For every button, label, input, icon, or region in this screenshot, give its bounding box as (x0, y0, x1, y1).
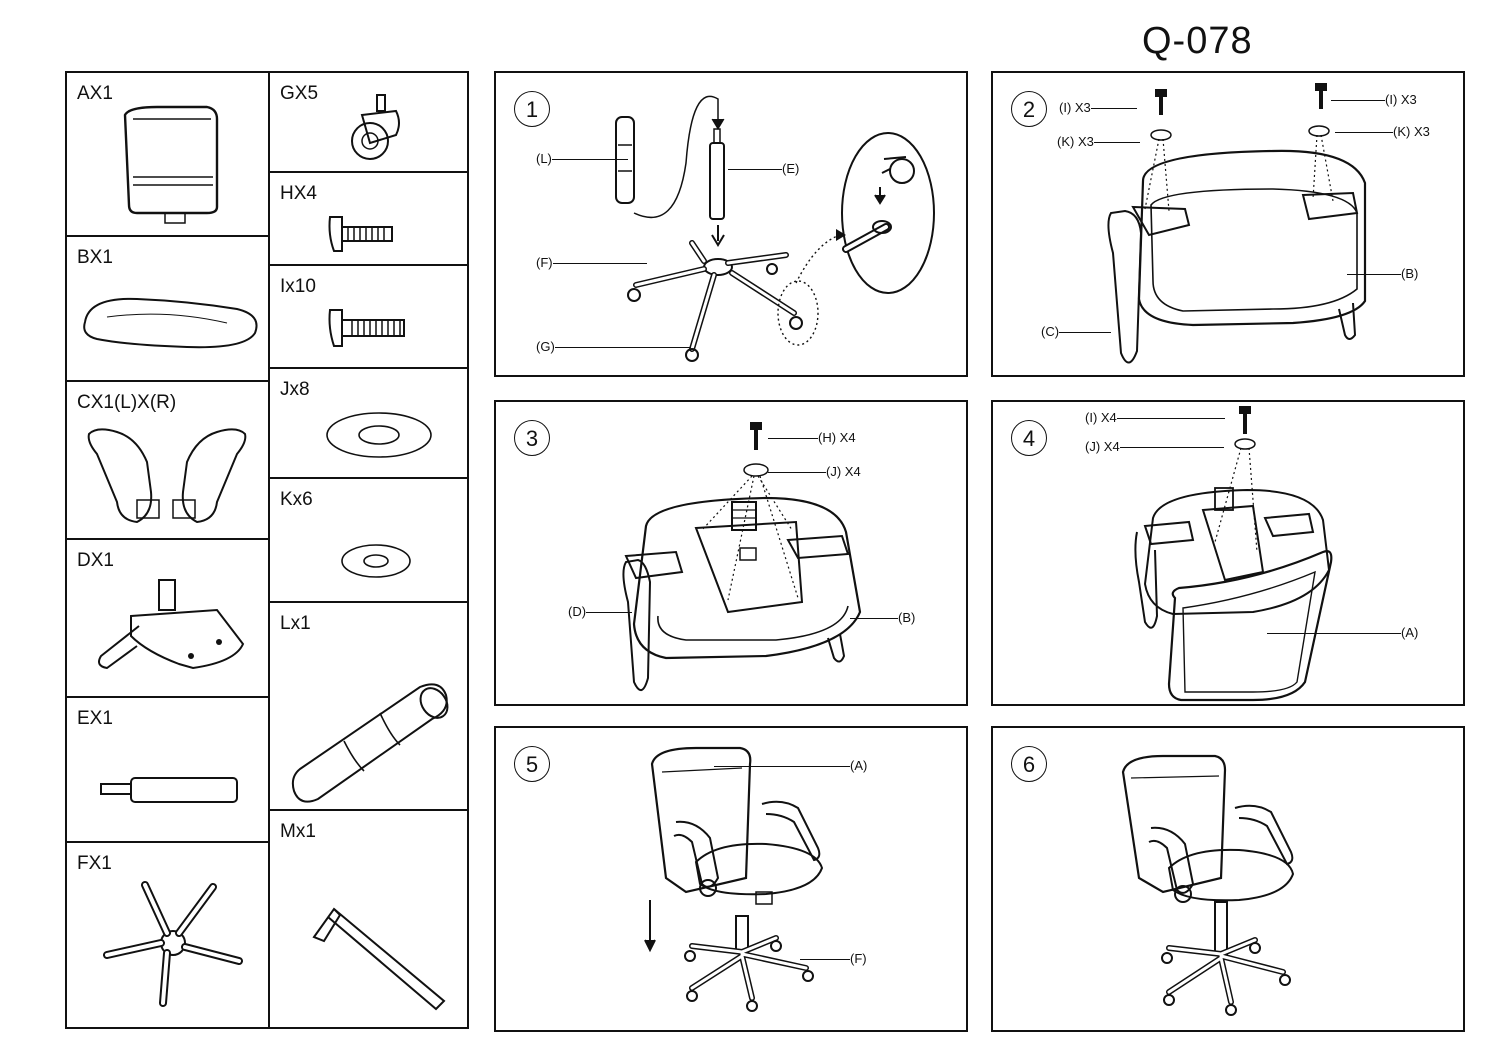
part-c-cell: CX1(L)X(R) (67, 380, 268, 538)
callout-b: (B) (850, 610, 915, 625)
short-bolt-icon (328, 216, 393, 252)
step-3-panel: 3 (H) X4 (J) X4 (D) (B) (494, 400, 968, 706)
callout-label: (E) (782, 161, 800, 176)
step-number: 1 (514, 91, 550, 127)
callout-k-left: (K) X3 (1057, 134, 1140, 149)
part-label: DX1 (77, 550, 114, 571)
callout-label: (I) X4 (1085, 410, 1117, 425)
seat-armrest-illustration (1107, 83, 1367, 364)
part-label: BX1 (77, 247, 113, 268)
tilt-mechanism-icon (98, 579, 245, 670)
mechanism-mount-illustration (622, 422, 862, 691)
armrests-icon (87, 428, 247, 524)
part-label: FX1 (77, 853, 112, 874)
part-h-cell: HX4 (270, 171, 469, 264)
part-label: HX4 (280, 183, 317, 204)
finished-chair-illustration (1121, 754, 1295, 1016)
callout-c: (C) (1041, 324, 1112, 339)
step-number: 6 (1011, 746, 1047, 782)
callout-label: (A) (1401, 625, 1419, 640)
allen-key-icon (312, 907, 446, 1011)
callout-k-right: (K) X3 (1335, 124, 1430, 139)
callout-a: (A) (714, 758, 867, 773)
part-j-cell: Jx8 (270, 367, 469, 477)
part-m-cell: Mx1 (270, 809, 469, 1031)
callout-label: (F) (536, 255, 553, 270)
callout-b: (B) (1347, 266, 1418, 281)
part-i-cell: Ix10 (270, 264, 469, 367)
model-number: Q-078 (1142, 20, 1253, 62)
callout-label: (K) X3 (1057, 134, 1094, 149)
step-1-panel: 1 (L) (E) (F) (G) (494, 71, 968, 377)
callout-label: (F) (850, 951, 867, 966)
mesh-backrest-icon (123, 105, 219, 224)
callout-j: (J) X4 (768, 464, 861, 479)
callout-label: (A) (850, 758, 868, 773)
callout-label: (B) (1401, 266, 1419, 281)
callout-label: (K) X3 (1393, 124, 1430, 139)
parts-list: AX1 BX1 CX1(L)X(R) DX1 EX1 (65, 71, 469, 1029)
part-label: Jx8 (280, 379, 310, 400)
callout-label: (L) (536, 151, 552, 166)
part-k-cell: Kx6 (270, 477, 469, 601)
long-bolt-icon (328, 309, 405, 347)
step-6-panel: 6 (991, 726, 1465, 1032)
step-number: 5 (514, 746, 550, 782)
callout-d: (D) (568, 604, 633, 619)
callout-label: (J) X4 (1085, 439, 1120, 454)
gas-cylinder-icon (100, 777, 238, 803)
step-number: 2 (1011, 91, 1047, 127)
caster-wheel-icon (351, 94, 400, 160)
part-label: Lx1 (280, 613, 311, 634)
part-l-cell: Lx1 (270, 601, 469, 809)
callout-label: (B) (898, 610, 916, 625)
step-5-panel: 5 (A) (F) (494, 726, 968, 1032)
cylinder-cover-icon (291, 683, 449, 803)
part-d-cell: DX1 (67, 538, 268, 696)
callout-label: (I) X3 (1385, 92, 1417, 107)
step-4-panel: 4 (I) X4 (J) X4 (A) (991, 400, 1465, 706)
part-e-cell: EX1 (67, 696, 268, 841)
small-washer-icon (341, 544, 411, 578)
part-label: Mx1 (280, 821, 316, 842)
base-assembly-illustration (615, 95, 935, 362)
callout-label: (G) (536, 339, 555, 354)
step-2-panel: 2 (I) X3 (K) X3 (I) X3 (K) X3 (B) (C) (991, 71, 1465, 377)
callout-j: (J) X4 (1085, 439, 1224, 454)
part-label: Kx6 (280, 489, 313, 510)
callout-l: (L) (536, 151, 628, 166)
callout-label: (I) X3 (1059, 100, 1091, 115)
part-label: GX5 (280, 83, 319, 104)
part-b-cell: BX1 (67, 235, 268, 380)
step-number: 3 (514, 420, 550, 456)
callout-label: (C) (1041, 324, 1060, 339)
callout-label: (H) X4 (818, 430, 856, 445)
callout-f: (F) (536, 255, 647, 270)
callout-h: (H) X4 (768, 430, 856, 445)
callout-label: (J) X4 (826, 464, 861, 479)
part-g-cell: GX5 (270, 73, 469, 171)
callout-f: (F) (800, 951, 867, 966)
part-a-cell: AX1 (67, 73, 268, 235)
callout-a: (A) (1267, 625, 1418, 640)
five-star-base-icon (103, 881, 243, 1007)
backrest-mount-illustration (1134, 406, 1333, 702)
part-label: AX1 (77, 83, 113, 104)
part-label: EX1 (77, 708, 113, 729)
large-washer-icon (326, 412, 432, 458)
part-label: Ix10 (280, 276, 316, 297)
step-number: 4 (1011, 420, 1047, 456)
callout-label: (D) (568, 604, 587, 619)
callout-e: (E) (728, 161, 799, 176)
callout-i-left: (I) X3 (1059, 100, 1137, 115)
callout-i: (I) X4 (1085, 410, 1225, 425)
seat-onto-base-illustration (644, 746, 824, 1012)
column-divider (268, 73, 270, 1027)
callout-g: (G) (536, 339, 691, 354)
part-label: CX1(L)X(R) (77, 392, 177, 413)
callout-i-right: (I) X3 (1331, 92, 1417, 107)
seat-cushion-icon (83, 297, 258, 349)
part-f-cell: FX1 (67, 841, 268, 1031)
